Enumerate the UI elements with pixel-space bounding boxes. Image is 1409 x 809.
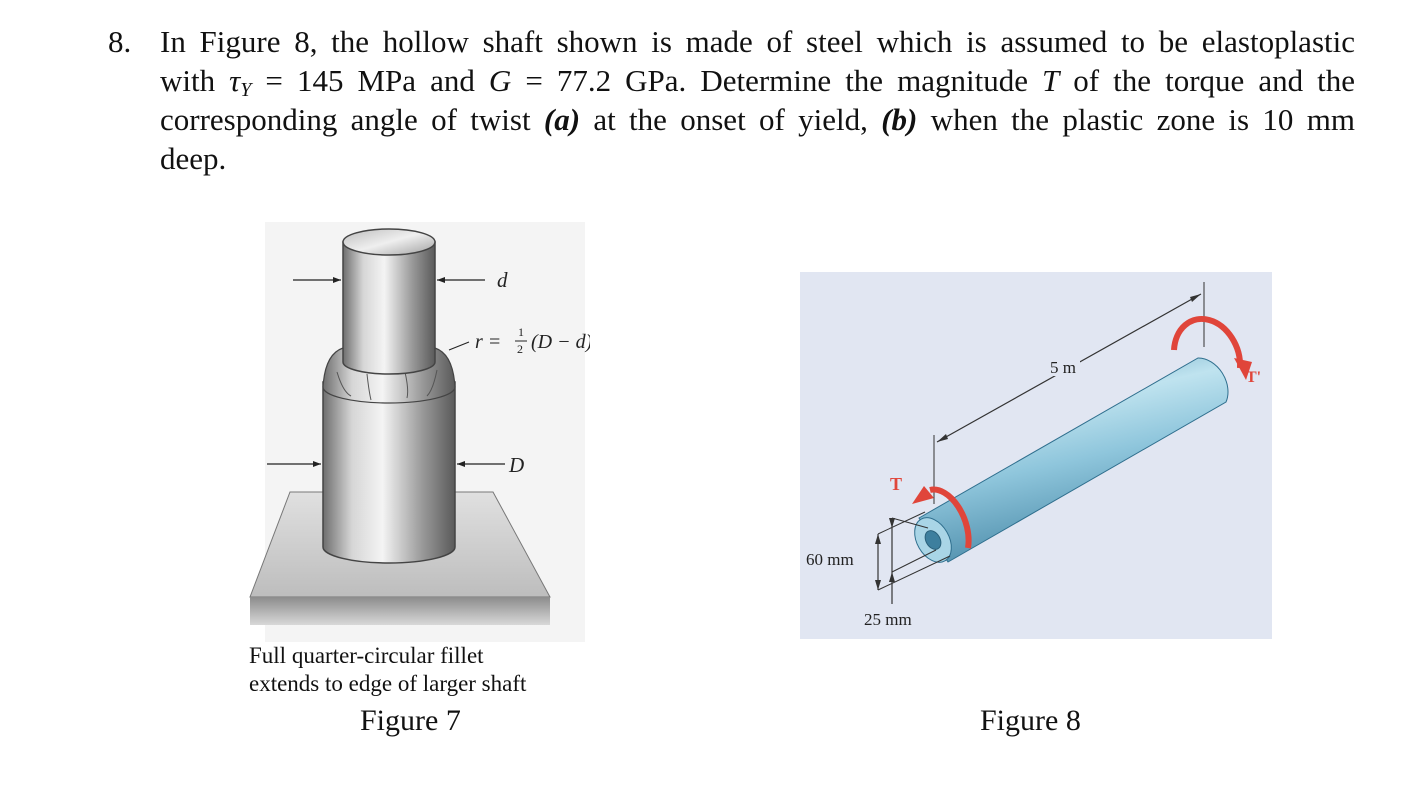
large-shaft [322, 381, 456, 564]
d-arrowhead-left [333, 277, 341, 283]
problem-line-3: corresponding angle of twist (a) at the … [160, 100, 1355, 139]
fillet-fraction-denominator: 2 [517, 342, 523, 356]
part-a: (a) [543, 102, 581, 137]
fillet-shading [336, 369, 438, 401]
text: = 77.2 GPa. Determine the magnitude [511, 63, 1043, 98]
hollow-shaft [918, 357, 1229, 563]
length-label-bg [1040, 358, 1080, 376]
outer-arrowhead-bottom [875, 580, 881, 590]
part-b: (b) [881, 102, 918, 137]
torque-T-arrowhead [912, 486, 934, 504]
inner-diameter-label: 25 mm [864, 610, 912, 629]
D-arrowhead-right [457, 461, 465, 467]
outer-ext-top [877, 511, 926, 535]
fillet-expression: (D − d) [531, 331, 590, 353]
torque-Tprime-arrow [1171, 316, 1244, 369]
text: of the torque and the [1059, 63, 1355, 98]
outer-ext-bottom [877, 555, 951, 591]
text: when the plastic zone is 10 mm [917, 102, 1355, 137]
text: = 145 MPa and [251, 63, 489, 98]
torque-T-arrow [929, 486, 972, 549]
tau-subscript: Y [240, 79, 252, 101]
fillet-r-label: r = [475, 331, 501, 353]
torque-Tprime-arrowhead [1234, 358, 1252, 380]
inner-ext-top [891, 517, 929, 529]
figure-7-caption: Full quarter-circular fillet extends to … [249, 642, 526, 698]
outer-diameter-label: 60 mm [806, 550, 854, 569]
problem-line-1: In Figure 8, the hollow shaft shown is m… [160, 24, 1355, 59]
small-shaft-top [342, 228, 436, 256]
inner-arrowhead-bottom [889, 572, 895, 582]
label-D: D [508, 453, 524, 477]
d-arrowhead-right [437, 277, 445, 283]
figure-7-drawing: d D r = 1 2 (D − d) [249, 222, 590, 642]
tau-symbol: τ [229, 63, 241, 98]
outer-arrowhead-top [875, 534, 881, 544]
D-arrowhead-left [313, 461, 321, 467]
text: with [160, 63, 230, 98]
inner-arrowhead-top [889, 518, 895, 528]
problem-text: In Figure 8, the hollow shaft shown is m… [160, 22, 1355, 178]
figure-8-drawing: 5 m T T' 60 mm 25 mm [800, 272, 1272, 639]
length-arrowhead-right [1190, 294, 1201, 302]
text: corresponding angle of twist [160, 102, 544, 137]
length-label: 5 m [1050, 358, 1076, 377]
text: at the onset of yield, [580, 102, 882, 137]
length-arrowhead-left [937, 434, 948, 442]
torque-Tprime-label: T' [1246, 369, 1261, 386]
shaft-end-inner [924, 530, 942, 550]
base-plate-front [250, 597, 550, 625]
fillet-fraction-numerator: 1 [518, 325, 524, 339]
caption-line-2: extends to edge of larger shaft [249, 671, 527, 696]
problem-line-2: with τY = 145 MPa and G = 77.2 GPa. Dete… [160, 61, 1355, 100]
figure-8-label: Figure 8 [980, 704, 1081, 737]
caption-line-1: Full quarter-circular fillet [249, 643, 484, 668]
label-d: d [497, 268, 508, 292]
problem-line-4: deep. [160, 141, 227, 176]
inner-ext-bottom [891, 549, 937, 573]
T-symbol: T [1042, 63, 1060, 98]
torque-T-label: T [890, 474, 902, 494]
fillet-leader [448, 341, 470, 351]
G-symbol: G [488, 63, 512, 98]
figure-7-label: Figure 7 [360, 704, 461, 737]
small-shaft [342, 241, 436, 375]
problem-number: 8. [108, 24, 132, 59]
